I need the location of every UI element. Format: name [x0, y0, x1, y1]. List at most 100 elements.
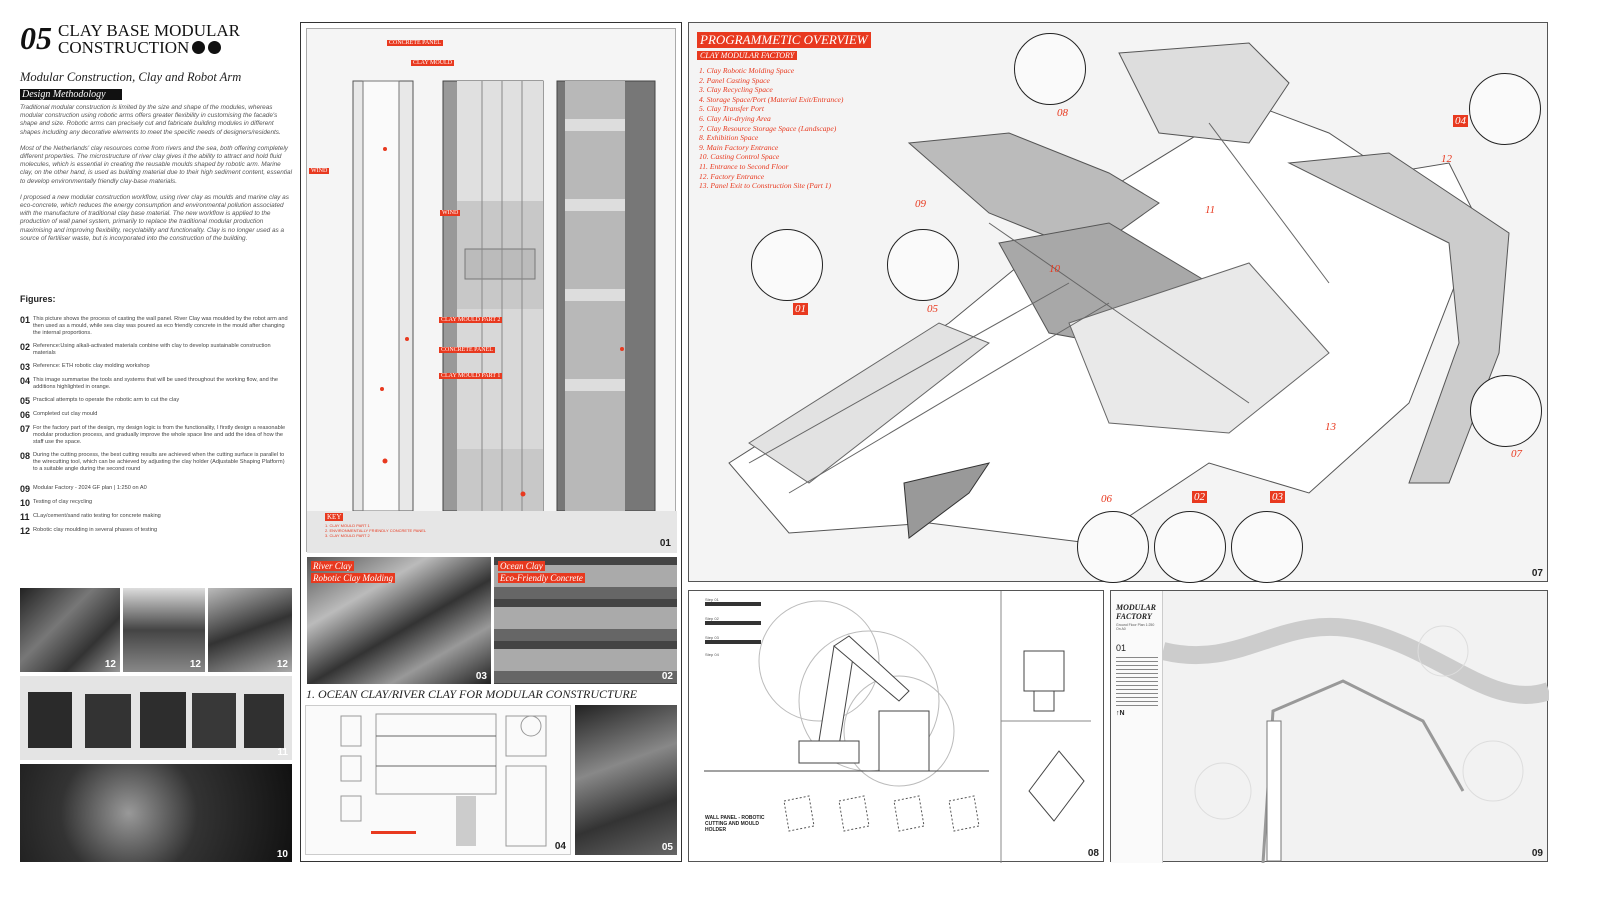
factory-axonometric-panel: PROGRAMMETIC OVERVIEW CLAY MODULAR FACTO…: [688, 22, 1548, 583]
marker-12: 12: [1441, 153, 1452, 165]
detail-circle-04: [1469, 73, 1541, 145]
figure-text: CLay/cement/sand ratio testing for concr…: [33, 513, 161, 519]
key-item: 1. CLAY MOULD PART 1: [325, 523, 370, 528]
paragraph: Most of the Netherlands' clay resources …: [20, 144, 293, 185]
program-item: 1. Clay Robotic Molding Space: [699, 66, 795, 75]
program-item: 4. Storage Space/Port (Material Exit/Ent…: [699, 94, 844, 104]
figure-text: Completed cut clay mould: [33, 411, 98, 417]
marker-10: 10: [1049, 263, 1060, 275]
program-item: 9. Main Factory Entrance: [699, 142, 779, 152]
key-item: 3. CLAY MOULD PART 2: [325, 533, 370, 538]
photo-clay-recycling: 10: [20, 764, 292, 862]
detail-circle-01: [751, 229, 823, 301]
figure-text: For the factory part of the design, my d…: [33, 425, 286, 445]
panel-08-title: WALL PANEL - ROBOTIC CUTTING AND MOULD H…: [705, 815, 765, 833]
photo-clay-moulding-3: 12: [208, 588, 292, 672]
photo-number: 02: [661, 671, 673, 682]
figure-number: 08: [20, 451, 31, 461]
marker-13: 13: [1325, 421, 1336, 433]
program-item: 3. Clay Recycling Space: [699, 85, 773, 95]
detail-circle-02: [1154, 511, 1226, 583]
marker-07: 07: [1511, 448, 1522, 460]
figure-text: Robotic clay moulding in several phases …: [33, 527, 158, 533]
wall-panel-section-drawing: CONCRETE PANEL CLAY MOULD WIND WIND CLAY…: [306, 28, 677, 553]
label-concrete-panel-2: CONCRETE PANEL: [439, 347, 495, 353]
detail-circle-08: [1014, 33, 1086, 105]
photo-number: 08: [1087, 848, 1099, 859]
plan-subtitle: Ground Floor Plan 1:250 On A0: [1116, 623, 1155, 631]
figure-number: 09: [20, 484, 31, 494]
photo-number: 01: [659, 538, 671, 549]
title-line-2: CONSTRUCTION: [58, 38, 190, 57]
label-clay-mould-part-2: CLAY MOULD PART 2: [439, 317, 503, 323]
marker-09: 09: [915, 198, 926, 210]
workflow-tools-diagram: 04: [305, 705, 571, 855]
figure-text: This image summarise the tools and syste…: [33, 377, 279, 390]
plan-title: MODULAR: [1116, 603, 1157, 612]
label-clay-mould-part-1: CLAY MOULD PART 1: [439, 373, 503, 379]
marker-04: 04: [1453, 115, 1468, 127]
photo-label: Robotic Clay Molding: [311, 573, 395, 583]
step-label: Step 01: [705, 597, 719, 602]
program-item: 13. Panel Exit to Construction Site (Par…: [699, 181, 832, 191]
paragraph: Traditional modular construction is limi…: [20, 104, 281, 136]
figure-text: This picture shows the process of castin…: [33, 316, 288, 336]
marker-08: 08: [1057, 107, 1068, 119]
photo-clay-moulding-2: 12: [123, 588, 205, 672]
photo-number: 12: [276, 659, 288, 670]
figure-text: Testing of clay recycling: [33, 499, 93, 505]
program-item: 7. Clay Resource Storage Space (Landscap…: [699, 123, 837, 133]
robot-arm-drawing: [704, 591, 1091, 863]
figure-number: 12: [20, 526, 31, 536]
figure-text: Reference: ETH robotic clay molding work…: [33, 363, 150, 369]
figure-text: Modular Factory - 2024 GF plan | 1:250 o…: [33, 485, 147, 491]
photo-number: 04: [554, 841, 566, 852]
step-label: Step 02: [705, 616, 719, 621]
marker-11: 11: [1205, 204, 1216, 216]
figure-text: During the cutting process, the best cut…: [33, 452, 285, 472]
photo-clay-moulding-1: 12: [20, 588, 120, 672]
marker-02: 02: [1192, 491, 1207, 503]
marker-06: 06: [1101, 493, 1112, 505]
program-item: 11. Entrance to Second Floor: [699, 161, 789, 171]
figure-number: 01: [20, 315, 31, 325]
figure-number: 05: [20, 396, 31, 406]
photo-number: 11: [277, 747, 288, 758]
figure-number: 11: [20, 512, 30, 522]
north-arrow-icon: ↑: [1116, 710, 1120, 717]
figure-number: 07: [20, 424, 31, 434]
photo-label: Eco-Friendly Concrete: [498, 573, 585, 583]
label-wind: WIND: [309, 168, 330, 174]
photo-number: 05: [661, 842, 673, 853]
robotic-cutting-panel: Step 01 Step 02 Step 03 Step 04 WALL PAN…: [688, 590, 1104, 863]
photo-robotic-clay-molding: River Clay Robotic Clay Molding 03: [307, 557, 491, 684]
caption: 1. OCEAN CLAY/RIVER CLAY FOR MODULAR CON…: [306, 687, 638, 701]
photo-number: 09: [1531, 848, 1543, 859]
north-label: N: [1119, 710, 1125, 717]
photo-robot-cutting: 05: [575, 705, 677, 855]
subtitle: Modular Construction, Clay and Robot Arm: [20, 70, 242, 84]
legend-lines: [1116, 657, 1158, 707]
figure-text: Practical attempts to operate the roboti…: [33, 397, 180, 403]
program-item: 2. Panel Casting Space: [699, 75, 770, 85]
methodology-text: Traditional modular construction is limi…: [20, 104, 294, 251]
photo-number: 12: [189, 659, 201, 670]
key-list: 1. CLAY MOULD PART 1 2. ENVIRONMENTALLY …: [325, 523, 426, 538]
marker-03: 03: [1270, 491, 1285, 503]
key-heading: KEY: [325, 513, 344, 521]
factory-icon: [192, 41, 206, 54]
plan-index: 01: [1116, 643, 1127, 653]
figure-number: 04: [20, 376, 31, 386]
site-plan-drawing: [1163, 617, 1549, 863]
